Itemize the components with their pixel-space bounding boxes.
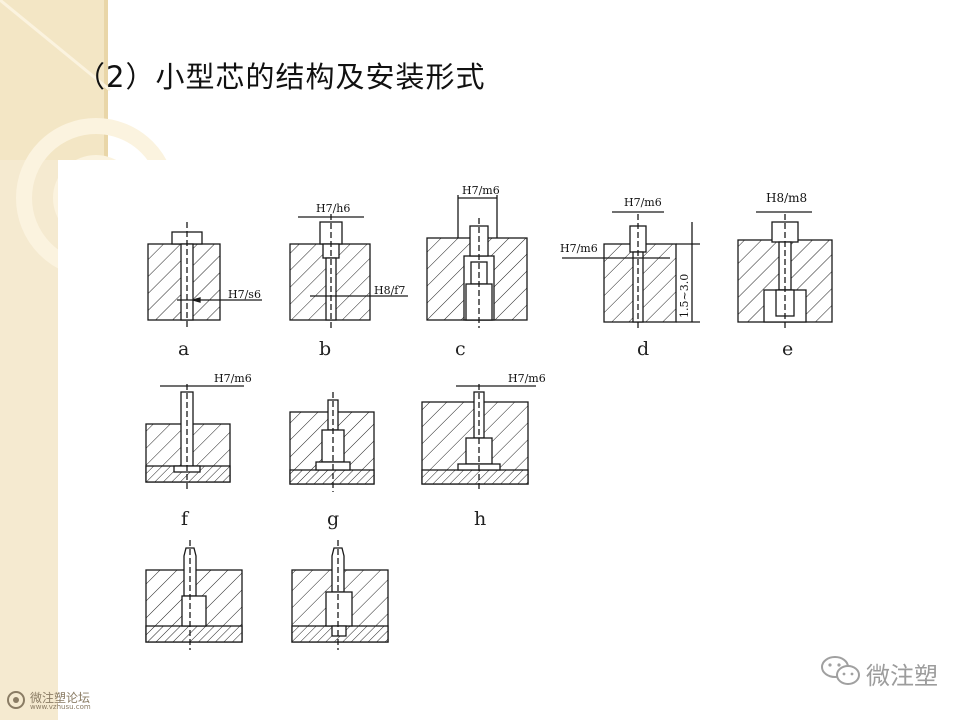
figure-label-d: d — [637, 338, 650, 360]
fit-label: H7/h6 — [316, 202, 350, 215]
figure-a-drawing: H7/s6 — [147, 222, 262, 328]
fit-label: H7/s6 — [228, 288, 261, 301]
fit-label: H7/m6 — [624, 196, 662, 209]
watermark: 微注塑 — [820, 652, 950, 692]
page-title: （2）小型芯的结构及安装形式 — [76, 60, 486, 94]
fit-label: H8/f7 — [374, 284, 405, 297]
dimension-label: 1.5~3.0 — [678, 274, 691, 318]
watermark-text: 微注塑 — [866, 662, 938, 690]
forum-logo-url: www.vzhusu.com — [30, 703, 91, 711]
forum-logo-name: 微注塑论坛 — [30, 691, 91, 705]
figure-e-drawing: H8/m8 — [737, 191, 833, 330]
figure-i-drawing — [145, 540, 243, 650]
figure-label-b: b — [319, 338, 332, 360]
figure-label-e: e — [782, 338, 794, 360]
fit-label: H7/m6 — [462, 184, 500, 197]
figure-g-drawing — [289, 392, 375, 492]
figure-h-drawing: H7/m6 — [421, 372, 546, 492]
figure-d-drawing: H7/m6 H7/m6 1.5~3.0 — [560, 196, 700, 330]
figure-label-f: f — [181, 508, 189, 530]
figure-f-drawing: H7/m6 — [145, 372, 252, 490]
forum-logo-icon — [7, 691, 25, 709]
fit-label: H7/m6 — [508, 372, 546, 385]
figure-c-drawing: H7/m6 — [426, 184, 528, 328]
fit-label: H8/m8 — [766, 191, 807, 205]
fit-label: H7/m6 — [214, 372, 252, 385]
fit-label: H7/m6 — [560, 242, 598, 255]
figure-j-drawing — [291, 540, 389, 650]
figure-label-g: g — [327, 508, 340, 530]
figure-label-h: h — [474, 508, 487, 530]
figure-label-a: a — [178, 338, 190, 360]
forum-logo: 微注塑论坛 www.vzhusu.com — [6, 688, 110, 714]
wechat-icon — [821, 656, 860, 685]
figure-label-c: c — [455, 338, 466, 360]
figure-b-drawing: H7/h6 H8/f7 — [289, 202, 408, 328]
